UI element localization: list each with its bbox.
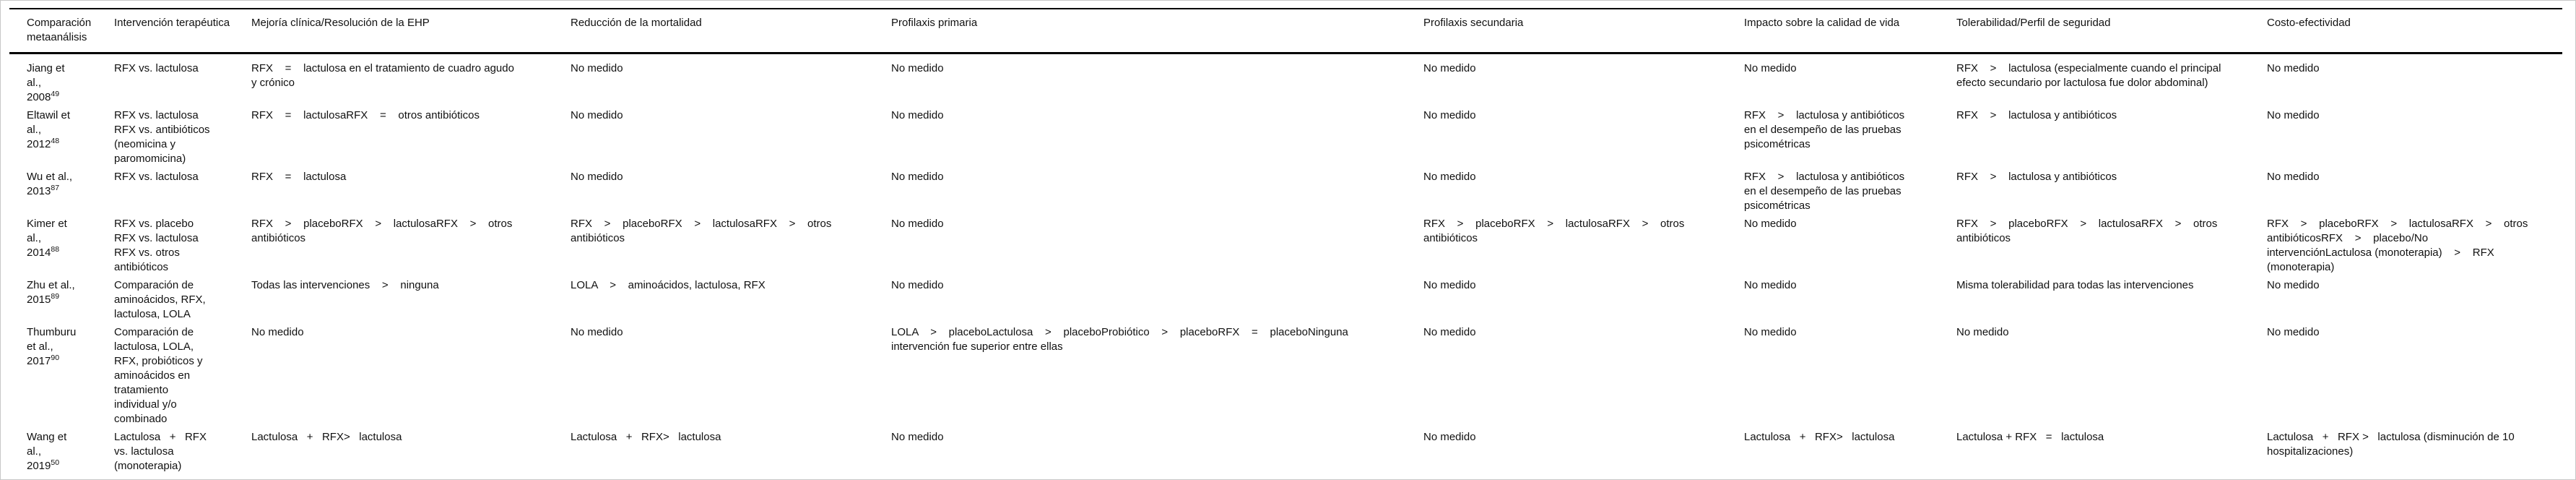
cell-mejoria-clinica: Todas las intervenciones > ninguna [251, 279, 439, 291]
reference-number: 90 [51, 353, 60, 362]
cell-costo-efectividad: No medido [2267, 109, 2320, 121]
cell-mejoria-clinica: Lactulosa + RFX> lactulosa [251, 428, 571, 479]
cell-profilaxis-secundaria: No medido [1423, 279, 1476, 291]
cell-reduccion-mortalidad: No medido [571, 62, 623, 74]
table-row: Zhu et al.,201589 Comparación de aminoáci… [9, 276, 2562, 323]
cell-tolerabilidad-seguridad: RFX > placeboRFX > lactulosaRFX > otros … [1956, 218, 2218, 244]
reference-number: 50 [51, 458, 60, 467]
cell-reduccion-mortalidad: RFX > placeboRFX > lactulosaRFX > otros … [571, 218, 832, 244]
cell-profilaxis-primaria: No medido [891, 218, 944, 230]
cell-costo-efectividad: No medido [2267, 171, 2320, 183]
cell-profilaxis-primaria: No medido [891, 109, 944, 121]
cell-impacto-calidad-vida: RFX > lactulosa y antibióticos en el des… [1744, 171, 1905, 212]
table-header: Comparación metaanálisis Intervención te… [9, 8, 2562, 54]
cell-mejoria-clinica: No medido [251, 326, 304, 338]
col-header-tolerabilidad-seguridad: Tolerabilidad/Perfil de seguridad [1956, 8, 2267, 54]
reference-number: 89 [51, 292, 60, 301]
cell-study-reference: Wu et al.,201387 [27, 171, 73, 197]
cell-profilaxis-secundaria: No medido [1423, 109, 1476, 121]
reference-number: 49 [51, 90, 60, 98]
cell-profilaxis-primaria: No medido [891, 279, 944, 291]
cell-profilaxis-secundaria: No medido [1423, 171, 1476, 183]
cell-costo-efectividad: RFX > placeboRFX > lactulosaRFX > otros … [2267, 218, 2528, 273]
cell-intervencion-terapeutica: Comparación de lactulosa, LOLA, RFX, pro… [114, 326, 203, 425]
cell-tolerabilidad-seguridad: No medido [1956, 326, 2009, 338]
cell-mejoria-clinica: RFX > placeboRFX > lactulosaRFX > otros … [251, 218, 513, 244]
cell-impacto-calidad-vida: No medido [1744, 62, 1797, 74]
cell-profilaxis-secundaria: RFX > placeboRFX > lactulosaRFX > otros … [1423, 218, 1685, 244]
cell-profilaxis-secundaria: No medido [1423, 326, 1476, 338]
col-header-profilaxis-primaria: Profilaxis primaria [891, 8, 1423, 54]
cell-intervencion-terapeutica: Lactulosa + RFX vs. lactulosa (monoterap… [114, 428, 251, 479]
cell-intervencion-terapeutica: Comparación de aminoácidos, RFX, lactulo… [114, 279, 206, 320]
cell-profilaxis-primaria: LOLA > placeboLactulosa > placeboProbiót… [891, 326, 1348, 353]
col-header-intervencion-terapeutica: Intervención terapéutica [114, 8, 251, 54]
cell-tolerabilidad-seguridad: Misma tolerabilidad para todas las inter… [1956, 279, 2194, 291]
col-header-reduccion-mortalidad: Reducción de la mortalidad [571, 8, 891, 54]
col-header-comparacion-metaanalisis: Comparación metaanálisis [9, 8, 114, 54]
cell-reduccion-mortalidad: No medido [571, 326, 623, 338]
cell-profilaxis-primaria: No medido [891, 428, 1423, 479]
cell-costo-efectividad: No medido [2267, 279, 2320, 291]
col-header-mejoria-clinica: Mejoría clínica/Resolución de la EHP [251, 8, 571, 54]
cell-profilaxis-secundaria: No medido [1423, 428, 1744, 479]
cell-profilaxis-secundaria: No medido [1423, 62, 1476, 74]
col-header-impacto-calidad-vida: Impacto sobre la calidad de vida [1744, 8, 1956, 54]
cell-tolerabilidad-seguridad: RFX > lactulosa y antibióticos [1956, 109, 2117, 121]
col-header-costo-efectividad: Costo-efectividad [2267, 8, 2562, 54]
header-row: Comparación metaanálisis Intervención te… [9, 8, 2562, 54]
cell-tolerabilidad-seguridad: Lactulosa + RFX = lactulosa [1956, 428, 2267, 479]
cell-mejoria-clinica: RFX = lactulosa en el tratamiento de cua… [251, 62, 514, 89]
cell-mejoria-clinica: RFX = lactulosa [251, 171, 347, 183]
col-header-profilaxis-secundaria: Profilaxis secundaria [1423, 8, 1744, 54]
reference-number: 87 [51, 184, 60, 192]
reference-number: 48 [51, 137, 60, 145]
cell-costo-efectividad: No medido [2267, 62, 2320, 74]
cell-impacto-calidad-vida: No medido [1744, 326, 1797, 338]
cell-profilaxis-primaria: No medido [891, 62, 944, 74]
cell-impacto-calidad-vida: RFX > lactulosa y antibióticos en el des… [1744, 109, 1905, 150]
cell-intervencion-terapeutica: RFX vs. lactulosa [114, 171, 199, 183]
meta-analysis-comparison-table: Comparación metaanálisis Intervención te… [9, 8, 2562, 479]
cell-reduccion-mortalidad: Lactulosa + RFX> lactulosa [571, 428, 891, 479]
cell-intervencion-terapeutica: RFX vs. placebo RFX vs. lactulosa RFX vs… [114, 218, 199, 273]
cell-impacto-calidad-vida: No medido [1744, 279, 1797, 291]
cell-reduccion-mortalidad: LOLA > aminoácidos, lactulosa, RFX [571, 279, 766, 291]
cell-impacto-calidad-vida: Lactulosa + RFX> lactulosa [1744, 428, 1956, 479]
cell-tolerabilidad-seguridad: RFX > lactulosa y antibióticos [1956, 171, 2117, 183]
cell-impacto-calidad-vida: No medido [1744, 218, 1797, 230]
cell-tolerabilidad-seguridad: RFX > lactulosa (especialmente cuando el… [1956, 62, 2221, 89]
cell-intervencion-terapeutica: RFX vs. lactulosa [114, 62, 199, 74]
cell-profilaxis-primaria: No medido [891, 171, 944, 183]
reference-number: 88 [51, 245, 60, 254]
cell-costo-efectividad: No medido [2267, 326, 2320, 338]
cell-intervencion-terapeutica: RFX vs. lactulosa RFX vs. antibióticos (… [114, 109, 210, 165]
cell-reduccion-mortalidad: No medido [571, 109, 623, 121]
cell-costo-efectividad: Lactulosa + RFX > lactulosa (disminución… [2267, 428, 2562, 479]
table-row: Wu et al.,201387 RFX vs. lactulosa RFX = l… [9, 168, 2562, 215]
cell-reduccion-mortalidad: No medido [571, 171, 623, 183]
cell-study-reference: Zhu et al.,201589 [27, 279, 75, 306]
cell-mejoria-clinica: RFX = lactulosaRFX = otros antibióticos [251, 109, 480, 121]
